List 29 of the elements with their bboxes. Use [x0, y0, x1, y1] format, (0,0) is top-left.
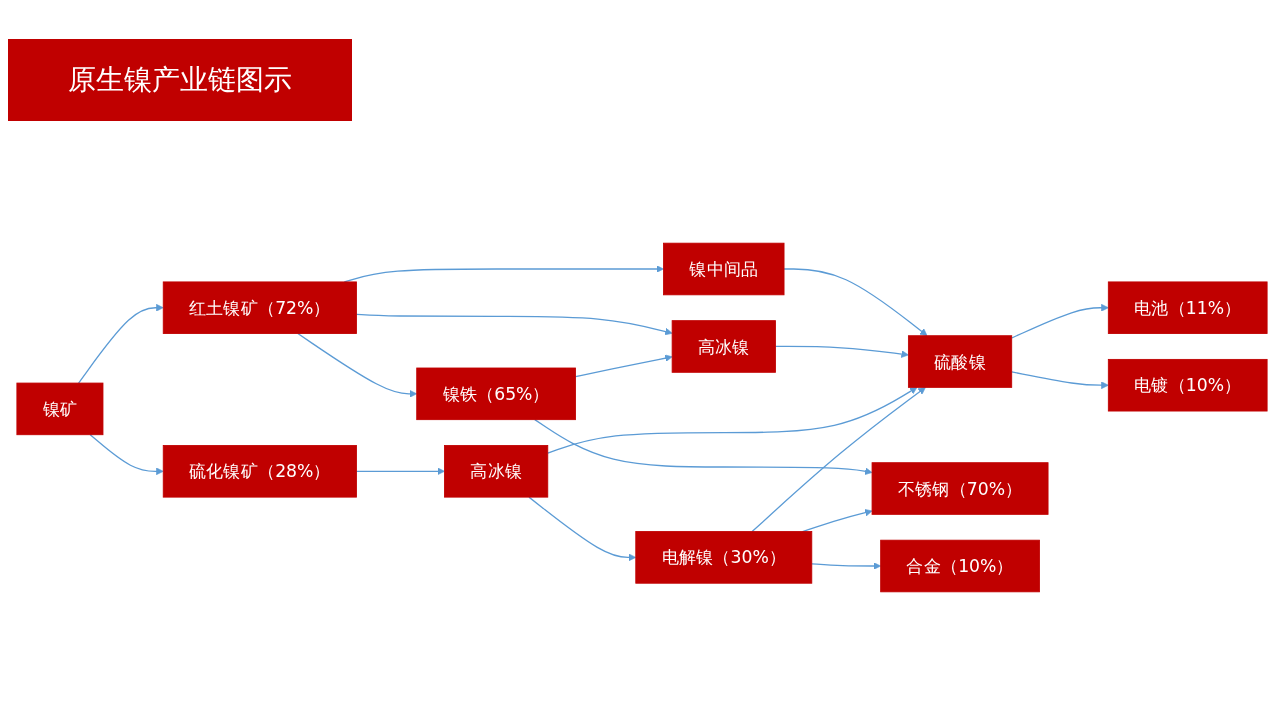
arrow	[783, 268, 928, 337]
node-box: 电解镍（30%）	[635, 531, 813, 584]
arrow	[1011, 303, 1109, 339]
node-box: 镍矿	[16, 382, 104, 436]
arrow	[89, 434, 164, 476]
arrow	[811, 562, 881, 570]
arrow	[355, 467, 445, 476]
arrow	[297, 332, 418, 398]
arrow	[355, 313, 673, 336]
arrow	[751, 387, 926, 533]
node-box: 硫酸镍	[907, 335, 1013, 388]
arrow	[774, 345, 909, 358]
title: 原生镍产业链图示	[8, 39, 352, 121]
node-box: 合金（10%）	[880, 539, 1040, 593]
node-box: 电池（11%）	[1107, 281, 1268, 334]
node-box: 高冰镍	[671, 320, 776, 373]
node-box: 不锈钢（70%）	[871, 462, 1049, 515]
arrow	[534, 419, 873, 475]
arrow	[547, 387, 918, 454]
node-box: 电镀（10%）	[1107, 358, 1268, 412]
node-box: 硫化镍矿（28%）	[162, 445, 357, 498]
node-box: 高冰镍	[444, 445, 549, 498]
node-box: 镍中间品	[663, 242, 785, 296]
arrow	[77, 303, 164, 384]
node-box: 镍铁（65%）	[416, 367, 576, 421]
arrow	[574, 354, 673, 378]
arrow	[528, 496, 637, 562]
arrow	[1011, 371, 1109, 389]
node-box: 红土镍矿（72%）	[162, 281, 357, 334]
